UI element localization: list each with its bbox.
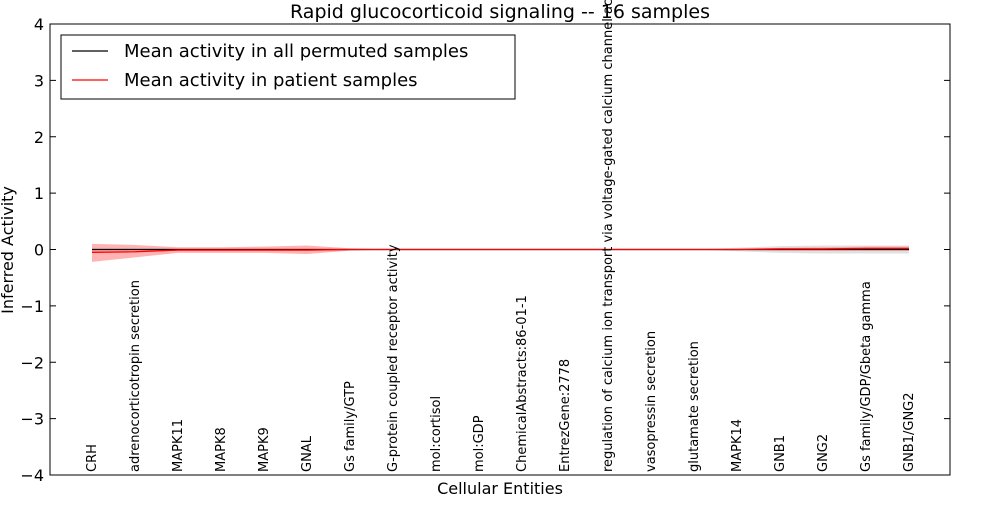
y-axis-ticks: 4 3 2 1 0 −1 −2 −3 −4	[20, 15, 950, 485]
category-label: vasopressin secretion	[644, 331, 659, 472]
y-tick-label: 1	[34, 184, 44, 203]
y-tick-label: −3	[20, 410, 44, 429]
y-tick-label: −4	[20, 466, 44, 485]
category-label: GNAL	[300, 435, 315, 472]
confidence-bands	[92, 243, 909, 262]
category-label: CRH	[85, 444, 100, 472]
y-axis-label: Inferred Activity	[0, 186, 17, 314]
legend-box	[60, 34, 516, 100]
category-label: Gs family/GDP/Gbeta gamma	[859, 281, 874, 472]
category-label: GNG2	[816, 434, 831, 472]
y-tick-label: 3	[34, 71, 44, 90]
category-label: mol:GDP	[472, 415, 487, 472]
line-series-1	[91, 247, 909, 253]
category-label: GNB1	[773, 435, 788, 472]
plot-frame	[49, 23, 951, 476]
category-label: MAPK8	[214, 427, 229, 472]
category-label: regulation of calcium ion transport via …	[601, 0, 616, 472]
category-label: GNB1/GNG2	[902, 392, 917, 472]
category-label: MAPK14	[730, 419, 745, 472]
legend-entry-label: Mean activity in all permuted samples	[124, 41, 468, 62]
category-label: MAPK11	[171, 419, 186, 472]
category-label: ChemicalAbstracts:86-01-1	[515, 295, 530, 472]
category-label: glutamate secretion	[687, 341, 702, 472]
y-tick-label: 4	[34, 15, 44, 34]
chart-title: Rapid glucocorticoid signaling -- 16 sam…	[290, 1, 710, 23]
y-tick-label: 2	[34, 128, 44, 147]
category-label: Gs family/GTP	[343, 381, 358, 472]
category-label: G-protein coupled receptor activity	[386, 244, 401, 472]
category-label: mol:cortisol	[429, 396, 444, 472]
category-label: EntrezGene:2778	[558, 359, 573, 472]
band-series-1	[92, 243, 909, 262]
category-label: adrenocorticotropin secretion	[128, 280, 143, 472]
series-lines	[91, 247, 909, 253]
x-axis-label: Cellular Entities	[437, 479, 563, 498]
category-label: MAPK9	[257, 427, 272, 472]
y-tick-label: −1	[20, 297, 44, 316]
legend-entry-label: Mean activity in patient samples	[124, 70, 418, 91]
y-tick-label: 0	[34, 241, 44, 260]
legend: Mean activity in all permuted samplesMea…	[60, 34, 516, 100]
y-tick-label: −2	[20, 353, 44, 372]
